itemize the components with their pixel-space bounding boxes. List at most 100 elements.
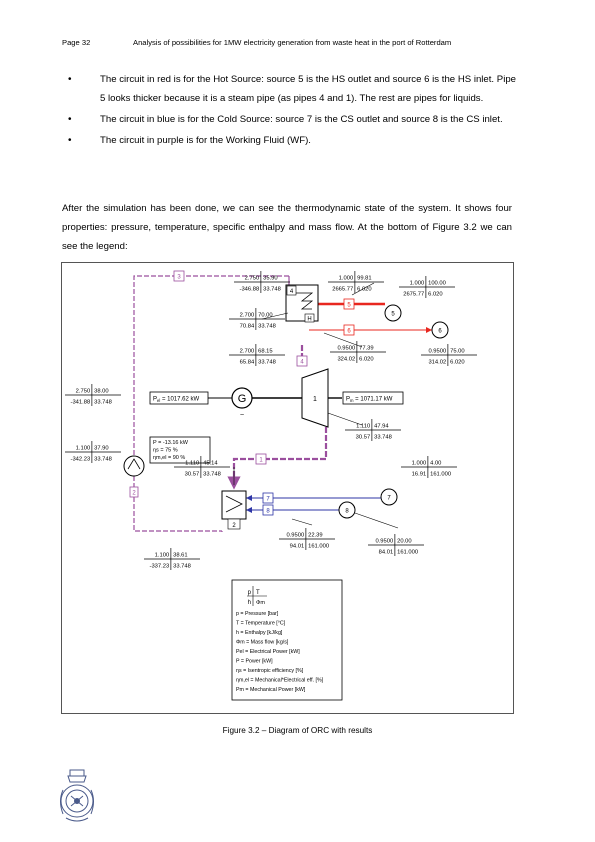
evaporator-node-label: 4 [290, 289, 294, 295]
pump-info-line: ηm,el = 90 % [153, 455, 185, 461]
pipe-label-4-box [296, 355, 308, 367]
generator-symbol: G [238, 393, 247, 405]
box-pipe3-temperature: 35.90 [263, 276, 278, 282]
box-hs-outlet-enthalpy: 2665.77 [332, 287, 353, 293]
evaporator-coil-icon [292, 292, 314, 310]
condenser-hx [221, 490, 247, 520]
electrical-power: Pel = 1017.62 kW [153, 397, 199, 404]
body-paragraph: After the simulation has been done, we c… [62, 203, 512, 252]
box-turbine-out-massflow: 33.748 [374, 435, 392, 441]
legend-line: ηm,el = Mechanical*Electrical eff. [%] [236, 678, 324, 684]
box-cs-source7-temperature: 4.00 [430, 461, 441, 467]
pipe-7-arrow [246, 495, 252, 501]
box-hs-source5-temperature: 100.00 [428, 281, 446, 287]
source-5-label: 5 [391, 312, 395, 318]
box-pump-in-pressure: 1.100 [76, 446, 91, 452]
running-title: Analysis of possibilities for 1MW electr… [133, 38, 452, 47]
box-pipe2-massflow: 33.748 [173, 564, 191, 570]
pump-arrow-icon [127, 458, 141, 470]
legend-line: Φm = Mass flow [kg/s] [236, 640, 289, 646]
box-cs-pipe8-enthalpy: 94.01 [290, 544, 305, 550]
box-cs-source8-temperature: 20.00 [397, 539, 412, 545]
box-pipe4-temperature: 68.15 [258, 349, 273, 355]
electrical-power-box [149, 391, 209, 405]
box-cs-pipe8-pressure: 0.9500 [286, 533, 304, 539]
box-hs-source6-pressure: 0.9500 [428, 349, 446, 355]
legend-line: h = Enthalpy [kJ/kg] [236, 630, 283, 636]
box-hs-outlet-massflow: 6.020 [357, 287, 372, 293]
node-box [227, 518, 241, 530]
box-pipe1-pressure: 1.110 [185, 461, 199, 467]
box-pipe4-pressure: 2.700 [240, 349, 255, 355]
box-pipe1-massflow: 33.748 [203, 472, 221, 478]
box-hs-source5-pressure: 1.000 [410, 281, 425, 287]
bullet-cold-source: The circuit in blue is for the Cold Sour… [68, 110, 516, 129]
pipe-label-5-box [343, 298, 355, 310]
pipe-6-arrow [426, 327, 432, 333]
source-7-label: 7 [387, 496, 391, 502]
box-hx-out-massflow: 33.748 [258, 324, 276, 330]
box-pipe2-pressure: 1.100 [155, 553, 170, 559]
source-6 [431, 321, 449, 339]
box-hs-source5-enthalpy: 2675.77 [403, 292, 424, 298]
legend-line: Pel = Electrical Power [kW] [236, 649, 300, 655]
evaporator-h-label: H [307, 317, 311, 323]
legend-line: p = Pressure [bar] [236, 611, 279, 617]
box-pipe2-temperature: 38.61 [173, 553, 188, 559]
box-cs-pipe8-temperature: 22.39 [308, 533, 323, 539]
box-cs-source7-enthalpy: 16.91 [412, 472, 427, 478]
pipe-3-wf [133, 275, 289, 456]
box-hs-pipe6-pressure: 0.9500 [337, 346, 355, 352]
source-8 [338, 501, 356, 519]
source-6-label: 6 [438, 329, 442, 335]
pump-info-box [149, 436, 211, 464]
node-box [286, 285, 297, 296]
pipe-label-6-box [343, 324, 355, 336]
source-7 [380, 488, 398, 506]
pipe-label-5: 5 [347, 303, 351, 309]
box-hs-pipe6-enthalpy: 324.02 [337, 357, 355, 363]
box-cs-source8-enthalpy: 84.01 [379, 550, 394, 556]
bullet-working-fluid: The circuit in purple is for the Working… [68, 131, 516, 150]
turbine-label: 1 [313, 396, 317, 403]
legend-box [231, 579, 343, 701]
box-pipe3-massflow: 33.748 [263, 287, 281, 293]
pipe-8-arrow [246, 507, 252, 513]
legend-head-h: h [248, 600, 251, 606]
pipe-2-wf [133, 476, 222, 532]
box-hx-out-temperature: 70.00 [258, 313, 273, 319]
legend-line: P = Power [kW] [236, 659, 273, 665]
box-cs-pipe8-massflow: 161.000 [308, 544, 329, 550]
pipe-label-1-box [255, 453, 267, 465]
university-seal [54, 768, 100, 831]
pipe-label-8-box [262, 504, 274, 516]
generator-icon [231, 387, 253, 409]
box-hs-pipe6-temperature: 77.39 [359, 346, 374, 352]
generator-ac-symbol: ~ [240, 412, 244, 419]
pump-info-line: P = -13.16 kW [153, 440, 189, 446]
leader-line [351, 282, 375, 296]
legend-line: T = Temperature [°C] [236, 621, 286, 627]
box-hs-source6-enthalpy: 314.02 [428, 360, 446, 366]
pipe-label-1: 1 [259, 458, 263, 464]
bullet-hot-source: The circuit in red is for the Hot Source… [68, 70, 516, 108]
legend-line: Pm = Mechanical Power [kW] [236, 687, 306, 693]
box-cs-source7-massflow: 161.000 [430, 472, 451, 478]
box-pump-out-pressure: 2.750 [76, 389, 91, 395]
pipe-label-7: 7 [266, 497, 270, 503]
pipe-label-2: 2 [132, 491, 136, 497]
box-hs-pipe6-massflow: 6.020 [359, 357, 374, 363]
box-turbine-out-temperature: 47.94 [374, 424, 389, 430]
pipe-label-7-box [262, 492, 274, 504]
leader-line [354, 512, 399, 529]
box-pump-in-enthalpy: -342.23 [71, 457, 91, 463]
box-cs-source7-pressure: 1.000 [412, 461, 427, 467]
leader-line [261, 312, 289, 320]
legend-head-m: Φm [256, 600, 265, 606]
figure-caption: Figure 3.2 – Diagram of ORC with results [222, 726, 373, 735]
pipe-label-3-box [173, 270, 185, 282]
box-pump-out-enthalpy: -341.88 [71, 400, 91, 406]
pipe-label-2-box [129, 486, 139, 498]
